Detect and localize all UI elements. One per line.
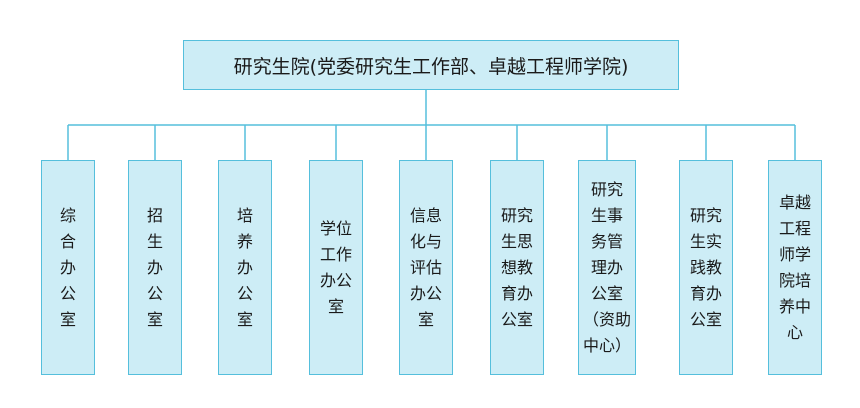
child-node-3: 培 养 办 公 室 <box>218 160 272 375</box>
child-node-8: 研究 生实 践教 育办 公室 <box>679 160 733 375</box>
child-label-8: 研究 生实 践教 育办 公室 <box>689 205 722 329</box>
child-node-2: 招 生 办 公 室 <box>128 160 182 375</box>
child-node-5: 信息 化与 评估 办公 室 <box>399 160 453 375</box>
root-node: 研究生院(党委研究生工作部、卓越工程师学院) <box>183 40 679 90</box>
child-node-1: 综 合 办 公 室 <box>41 160 95 375</box>
child-node-7: 研究 生事 务管 理办 公室 （资助 中心） <box>578 160 636 375</box>
child-label-3: 培 养 办 公 室 <box>236 205 253 329</box>
child-label-4: 学位 工作 办公 室 <box>319 218 352 316</box>
child-label-7: 研究 生事 务管 理办 公室 （资助 中心） <box>582 179 631 355</box>
child-node-4: 学位 工作 办公 室 <box>309 160 363 375</box>
child-label-5: 信息 化与 评估 办公 室 <box>409 205 442 329</box>
child-label-9: 卓越 工程 师学 院培 养中 心 <box>778 192 811 342</box>
child-label-2: 招 生 办 公 室 <box>146 205 163 329</box>
child-node-9: 卓越 工程 师学 院培 养中 心 <box>768 160 822 375</box>
child-node-6: 研究 生思 想教 育办 公室 <box>490 160 544 375</box>
child-label-1: 综 合 办 公 室 <box>59 205 76 329</box>
root-label: 研究生院(党委研究生工作部、卓越工程师学院) <box>233 55 629 78</box>
child-label-6: 研究 生思 想教 育办 公室 <box>500 205 533 329</box>
